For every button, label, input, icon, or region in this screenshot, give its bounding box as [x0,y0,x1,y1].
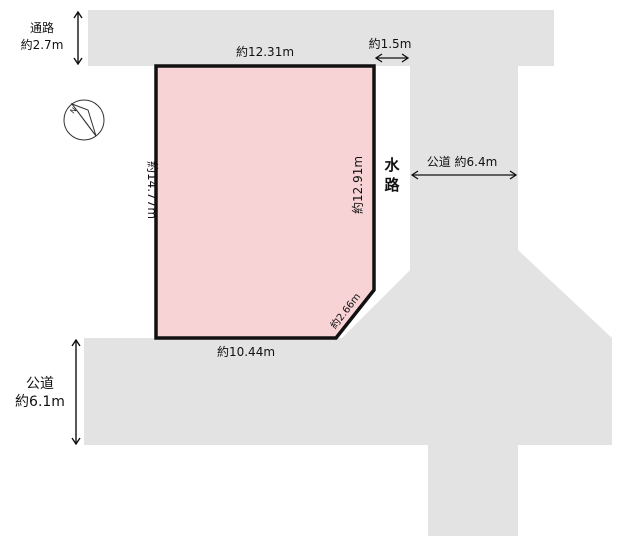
north-arrow-icon: N [63,99,105,141]
top-path-road [88,10,554,66]
top-road-dimension [73,10,83,66]
lot-top-edge-label: 約12.31m [236,44,294,59]
lot-right-edge-label: 約12.91m [350,156,365,214]
right-road-dimension [410,170,518,180]
roads [84,10,612,536]
gap-dimension [374,53,410,63]
waterway-char-1: 水 [384,156,400,174]
gap-label: 約1.5m [369,36,412,51]
lot-shape [154,64,376,340]
top-road-name: 通路 [30,20,54,35]
right-road-label: 公道 約6.4m [427,154,498,169]
north-letter: N [69,106,79,115]
left-road-name: 公道 [26,376,54,392]
waterway-strip [374,66,410,306]
top-road-width: 約2.7m [21,37,64,52]
lot-bottom-edge-label: 約10.44m [217,344,275,359]
lot-left-edge-label: 約14.77m [145,161,160,219]
left-public-road [84,338,612,445]
waterway-char-2: 路 [384,176,400,194]
left-road-dimension [71,338,81,446]
waterway-label: 水 路 [384,156,400,194]
left-road-width: 約6.1m [15,394,65,410]
